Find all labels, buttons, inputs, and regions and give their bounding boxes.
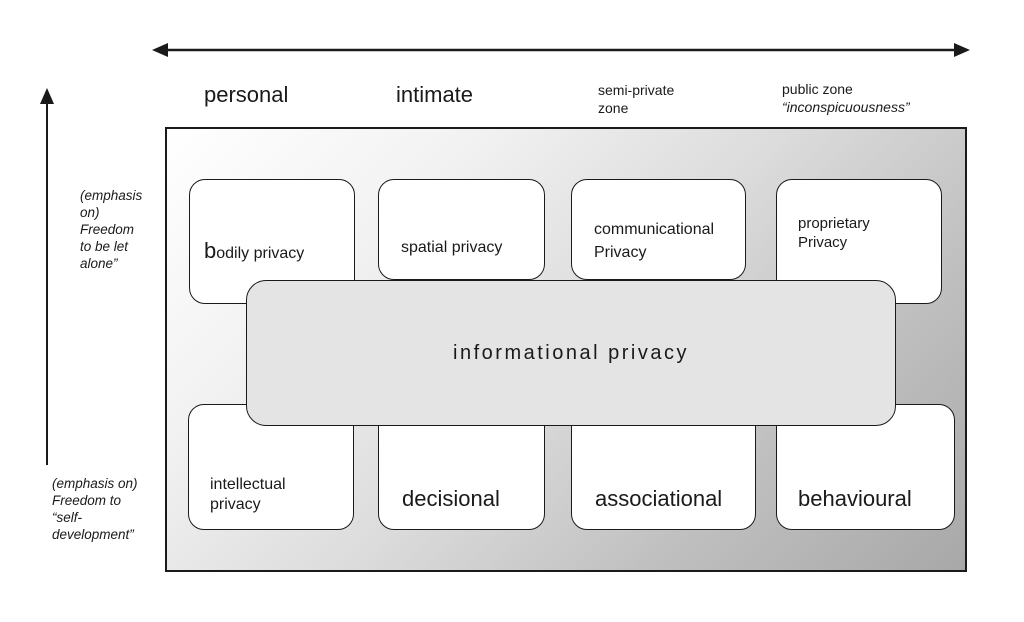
axis-bottom-label: (emphasis on) Freedom to “self- developm… [52,476,138,542]
intellectual-privacy-line2: privacy [210,496,261,513]
communicational-privacy-line2: Privacy [594,244,647,261]
intellectual-privacy-line1: intellectual [210,476,286,493]
communicational-privacy-box: communicational Privacy [571,179,746,280]
communicational-privacy-line1: communicational [594,221,715,238]
zone-public-line1: public zone [782,81,853,97]
spatial-privacy-label: spatial privacy [401,239,503,256]
behavioural-privacy-label: behavioural [798,486,912,511]
bodily-privacy-initial: b [204,238,217,263]
proprietary-privacy-line1: proprietary [798,215,870,232]
associational-privacy-label: associational [595,486,723,511]
decisional-privacy-label: decisional [402,486,500,511]
proprietary-privacy-line2: Privacy [798,234,848,251]
zone-intimate-label: intimate [396,82,474,107]
spatial-privacy-box: spatial privacy [378,179,545,280]
vertical-up-arrow [40,88,54,465]
bodily-privacy-label: bodily privacy [204,238,305,264]
zone-semi-private-label: semi-private zone [598,81,674,117]
informational-privacy-box: informational privacy [246,280,896,426]
zone-public-label: public zone “inconspicuousness” [782,80,910,116]
informational-privacy-label: informational privacy [453,341,689,364]
zone-semi-private-line2: zone [598,100,629,116]
zone-public-line2: “inconspicuousness” [782,99,910,115]
bodily-privacy-rest: odily privacy [216,245,305,262]
horizontal-double-arrow [152,43,970,57]
zone-personal-label: personal [204,82,289,107]
axis-top-label: (emphasis on) Freedom to be let alone” [80,188,143,271]
zone-semi-private-line1: semi-private [598,82,675,98]
